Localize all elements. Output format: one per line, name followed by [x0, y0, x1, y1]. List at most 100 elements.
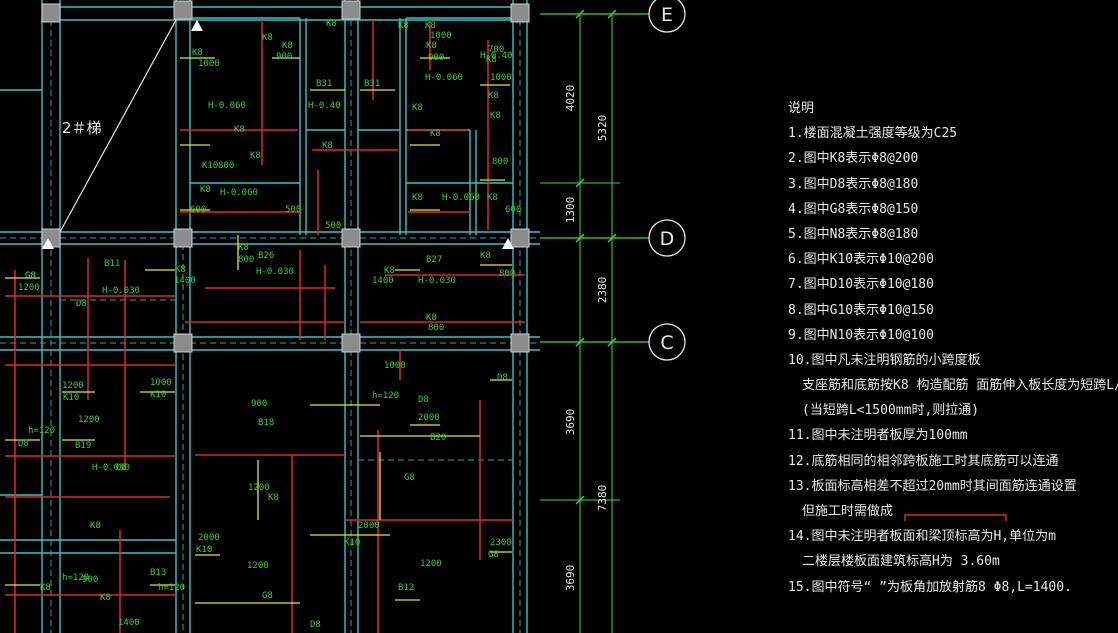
rebar-label: K8 [425, 21, 436, 31]
note-line: 8.图中G10表示Φ10@150 [788, 302, 934, 318]
note-line: 14.图中未注明者板面和梁顶标高为H,单位为m [788, 529, 1056, 545]
rebar-label: B12 [398, 583, 414, 593]
rebar-label: H-0.030 [0, 0, 38, 3]
rebar-label: H-0.060 [208, 101, 246, 111]
note-line: 3.图中D8表示Φ8@180 [788, 176, 919, 192]
corner-rebar-marker [502, 238, 514, 249]
column [510, 228, 530, 248]
rebar-label: 1200 [420, 559, 442, 569]
rebar-label: H-0.030 [92, 463, 130, 473]
note-line: 二楼层楼板面建筑标高H为 3.60m [802, 554, 1000, 570]
rebar-label: K8 [175, 265, 186, 275]
rebar-label: B13 [150, 568, 166, 578]
rebar-label: D8 [76, 299, 87, 309]
rebar-label: h=120 [372, 391, 399, 401]
dimension-tick [575, 233, 585, 243]
rebar-label: B26 [258, 251, 274, 261]
note-line: 支座筋和底筋按K8 构造配筋 面筋伸入板长度为短跨L/4 [802, 378, 1118, 394]
column [341, 333, 361, 353]
note-line: 7.图中D10表示Φ10@180 [788, 277, 934, 293]
rebar-label: 2000 [198, 533, 220, 543]
rebar-label: K8 [490, 111, 501, 121]
section-symbol [904, 514, 1007, 521]
rebar-label: K8 [0, 0, 11, 3]
rebar-label: K8 [480, 251, 491, 261]
rebar-label: 800 [428, 323, 444, 333]
rebar-label: 600 [505, 205, 521, 215]
rebar-label: h=120 [62, 573, 89, 583]
rebar-label: K8 [326, 19, 337, 29]
note-line: 1.楼面混凝土强度等级为C25 [788, 126, 958, 142]
rebar-label: H-0.060 [220, 188, 258, 198]
rebar-label: K8 [282, 41, 293, 51]
rebar-label: K8 [90, 521, 101, 531]
column [173, 0, 193, 20]
dimension-value: 3690 [564, 409, 577, 436]
rebar-label: B27 [426, 255, 442, 265]
rebar-label: 800 [218, 161, 234, 171]
rebar-label: K8 [262, 33, 273, 43]
rebar-label: K8 [200, 185, 211, 195]
rebar-label: 500 [325, 221, 341, 231]
grid-axis-label: D [660, 228, 675, 250]
rebar-label: G8 [488, 550, 499, 560]
note-line: 2.图中K8表示Φ8@200 [788, 151, 919, 167]
rebar-label: K8 [192, 48, 203, 58]
rebar-label: H-0.030 [102, 286, 140, 296]
rebar-label: 2300 [490, 538, 512, 548]
dimension-tick [575, 9, 585, 19]
rebar-label: 2000 [358, 521, 380, 531]
note-line: 6.图中K10表示Φ10@200 [788, 252, 934, 268]
rebar-label: K10 [202, 161, 218, 171]
beam-layer [0, 0, 540, 633]
rebar-label: K8 [238, 243, 249, 253]
rebar-label: K8 [250, 151, 261, 161]
rebar-label: 900 [251, 399, 267, 409]
rebar-label: 1200 [248, 483, 270, 493]
rebar-label: 1000 [430, 31, 452, 41]
rebar-label: K8 [268, 493, 279, 503]
dimension-value: 7380 [596, 485, 609, 512]
note-line: 9.图中N10表示Φ10@100 [788, 327, 934, 343]
note-line: 13.板面标高相差不超过20mm时其间面筋连通设置 [788, 478, 1077, 494]
rebar-label: D8 [18, 439, 29, 449]
dimension-tick [575, 178, 585, 188]
column-layer [41, 0, 530, 353]
rebar-label: K8 [412, 103, 423, 113]
rebar-label: K8 [488, 91, 499, 101]
rebar-label: 1000 [490, 73, 512, 83]
rebar-label: K8 [430, 129, 441, 139]
rebar-label: K8 [398, 21, 409, 31]
rebar-label: K8 [486, 55, 497, 65]
rebar-label: 800 [499, 269, 515, 279]
corner-marker-layer [42, 20, 514, 249]
note-line: 5.图中N8表示Φ8@180 [788, 226, 919, 242]
rebar-label: D8 [116, 463, 127, 473]
rebar-label: B19 [75, 441, 91, 451]
rebar-label: 900 [428, 53, 444, 63]
dimension-tick [575, 495, 585, 505]
rebar-label: G8 [262, 591, 273, 601]
rebar-label: 1200 [18, 283, 40, 293]
rebar-label: B11 [104, 259, 120, 269]
rebar-label: G8 [404, 473, 415, 483]
rebar-label: 2000 [418, 413, 440, 423]
dimension-value: 2380 [596, 277, 609, 304]
rebar-label: 900 [82, 575, 98, 585]
rebar-label: h=120 [158, 583, 185, 593]
rebar-label: K8 [100, 593, 111, 603]
rebar-label: K8 [384, 266, 395, 276]
grid-axis-bubble [648, 0, 686, 33]
rebar-label: K8 [40, 583, 51, 593]
top-rebar-layer [5, 20, 525, 633]
rebar-label: H-0.060 [442, 193, 480, 203]
rebar-label: G8 [25, 271, 36, 281]
rebar-label: K8 [487, 193, 498, 203]
rebar-label: D8 [497, 373, 508, 383]
rebar-label: 1400 [118, 618, 140, 628]
note-line: 11.图中未注明者板厚为100mm [788, 428, 968, 444]
rebar-label: K10 [196, 545, 212, 555]
rebar-label: K8 [234, 125, 245, 135]
